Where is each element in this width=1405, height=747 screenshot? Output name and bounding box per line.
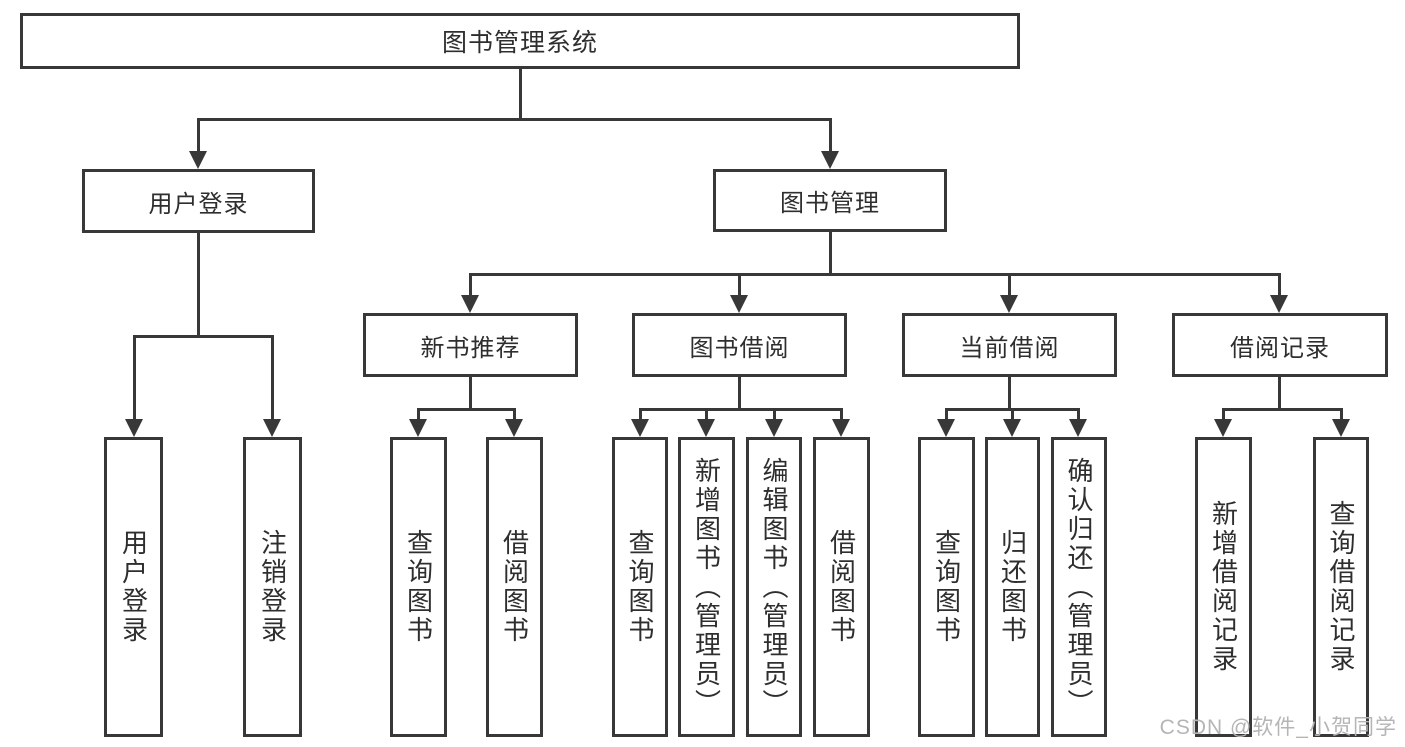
connector-line: [469, 377, 472, 408]
connector-line: [639, 408, 642, 420]
arrow-down-icon: [697, 419, 715, 437]
leaf-edit-books-admin: 编辑图书（管理员）: [746, 437, 802, 737]
leaf-borrow-books: 借阅图书: [813, 437, 870, 737]
connector-line: [519, 69, 522, 118]
arrow-down-icon: [505, 419, 523, 437]
connector-line: [1011, 408, 1014, 420]
connector-line: [773, 408, 776, 420]
connector-line: [417, 408, 420, 420]
arrow-down-icon: [1069, 419, 1087, 437]
leaf-query-books-recommendation: 查询图书: [390, 437, 447, 737]
node-book-borrowing: 图书借阅: [632, 313, 847, 377]
arrow-down-icon: [832, 419, 850, 437]
node-borrowing-records: 借阅记录: [1172, 313, 1388, 377]
connector-line: [1340, 408, 1343, 420]
connector-line: [469, 273, 1281, 276]
connector-line: [829, 232, 832, 273]
leaf-borrow-books-recommendation: 借阅图书: [486, 437, 543, 737]
arrow-down-icon: [765, 419, 783, 437]
connector-line: [639, 408, 842, 411]
connector-line: [417, 408, 515, 411]
connector-line: [197, 118, 200, 152]
leaf-query-books-current: 查询图书: [918, 437, 975, 737]
connector-line: [469, 273, 472, 296]
connector-line: [1278, 273, 1281, 296]
leaf-return-books: 归还图书: [985, 437, 1040, 737]
leaf-confirm-return-admin: 确认归还（管理员）: [1051, 437, 1107, 737]
connector-line: [197, 118, 831, 121]
arrow-down-icon: [263, 419, 281, 437]
arrow-down-icon: [1000, 295, 1018, 313]
connector-line: [945, 408, 948, 420]
leaf-logout: 注销登录: [243, 437, 302, 737]
arrow-down-icon: [409, 419, 427, 437]
connector-line: [829, 118, 832, 152]
connector-line: [1008, 377, 1011, 408]
connector-line: [1077, 408, 1080, 420]
arrow-down-icon: [730, 295, 748, 313]
arrow-down-icon: [821, 151, 839, 169]
leaf-add-books-admin: 新增图书（管理员）: [678, 437, 735, 737]
connector-line: [840, 408, 843, 420]
connector-line: [1222, 408, 1225, 420]
connector-line: [1008, 273, 1011, 296]
connector-line: [738, 377, 741, 408]
connector-line: [271, 335, 274, 420]
arrow-down-icon: [189, 151, 207, 169]
arrow-down-icon: [125, 419, 143, 437]
node-library-management-system: 图书管理系统: [20, 13, 1020, 69]
arrow-down-icon: [461, 295, 479, 313]
node-current-borrowing: 当前借阅: [902, 313, 1117, 377]
arrow-down-icon: [631, 419, 649, 437]
leaf-query-borrow-record: 查询借阅记录: [1313, 437, 1369, 737]
leaf-add-borrow-record: 新增借阅记录: [1195, 437, 1252, 737]
node-new-book-recommendation: 新书推荐: [363, 313, 578, 377]
arrow-down-icon: [1332, 419, 1350, 437]
node-user-login: 用户登录: [82, 169, 315, 233]
connector-line: [738, 273, 741, 296]
arrow-down-icon: [937, 419, 955, 437]
leaf-query-books-borrowing: 查询图书: [612, 437, 668, 737]
arrow-down-icon: [1270, 295, 1288, 313]
arrow-down-icon: [1003, 419, 1021, 437]
connector-line: [705, 408, 708, 420]
connector-line: [513, 408, 516, 420]
connector-line: [1222, 408, 1342, 411]
leaf-user-login: 用户登录: [104, 437, 163, 737]
connector-line: [197, 233, 200, 335]
csdn-watermark: CSDN @软件_小贺同学: [1159, 716, 1397, 739]
connector-line: [1278, 377, 1281, 408]
node-book-management: 图书管理: [713, 169, 947, 232]
arrow-down-icon: [1214, 419, 1232, 437]
connector-line: [133, 335, 136, 420]
connector-line: [133, 335, 273, 338]
